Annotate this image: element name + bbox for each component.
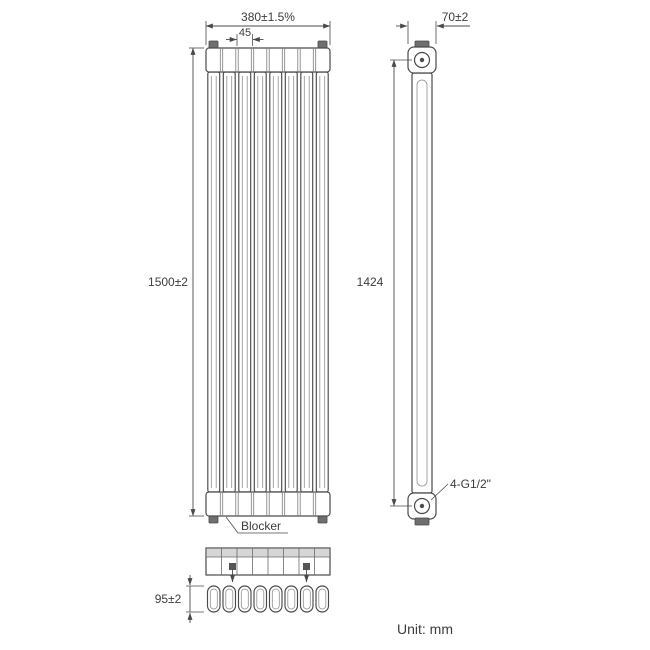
bottom-depth-label: 95±2 bbox=[155, 592, 182, 606]
tube-column bbox=[238, 71, 252, 493]
bottom-header bbox=[205, 491, 331, 517]
unit-note: Unit: mm bbox=[397, 621, 453, 637]
dim-front-height: 1500±2 bbox=[148, 47, 204, 517]
side-bottom-bushing-center bbox=[419, 503, 425, 509]
blocker-callout: Blocker bbox=[225, 516, 288, 534]
connection-marker-left bbox=[229, 563, 236, 570]
side-depth-label: 70±2 bbox=[442, 10, 469, 24]
thread-label: 4-G1/2" bbox=[450, 477, 491, 491]
side-top-bushing-center bbox=[419, 57, 425, 63]
tube-column bbox=[300, 71, 314, 493]
side-bottom-tab bbox=[414, 517, 430, 526]
blocker-label: Blocker bbox=[241, 519, 281, 533]
bottom-view bbox=[205, 547, 331, 613]
dim-bottom-depth: 95±2 bbox=[155, 575, 204, 623]
tube-column bbox=[315, 71, 329, 493]
side-body bbox=[411, 72, 433, 494]
front-height-label: 1500±2 bbox=[148, 275, 188, 289]
side-view bbox=[407, 40, 437, 526]
dim-side-depth: 70±2 bbox=[396, 10, 470, 44]
front-width-label: 380±1.5% bbox=[241, 10, 295, 24]
top-header bbox=[205, 47, 331, 73]
dim-front-width: 380±1.5% bbox=[205, 10, 331, 45]
tube-column bbox=[253, 71, 267, 493]
dim-section-pitch: 45 bbox=[226, 27, 264, 46]
tube-columns bbox=[207, 71, 329, 493]
tube-column bbox=[222, 71, 236, 493]
dim-connection-pitch: 1424 bbox=[357, 59, 412, 507]
thread-callout: 4-G1/2" bbox=[430, 477, 491, 501]
section-pitch-label: 45 bbox=[239, 27, 251, 39]
connection-pitch-label: 1424 bbox=[357, 275, 384, 289]
tube-column bbox=[207, 71, 221, 493]
bottom-profile-lobes bbox=[206, 585, 330, 613]
tube-column bbox=[269, 71, 283, 493]
tube-column bbox=[284, 71, 298, 493]
front-view bbox=[205, 40, 331, 524]
connection-marker-right bbox=[303, 563, 310, 570]
dimensions: 380±1.5% 45 1500±2 Blocker bbox=[148, 10, 491, 623]
